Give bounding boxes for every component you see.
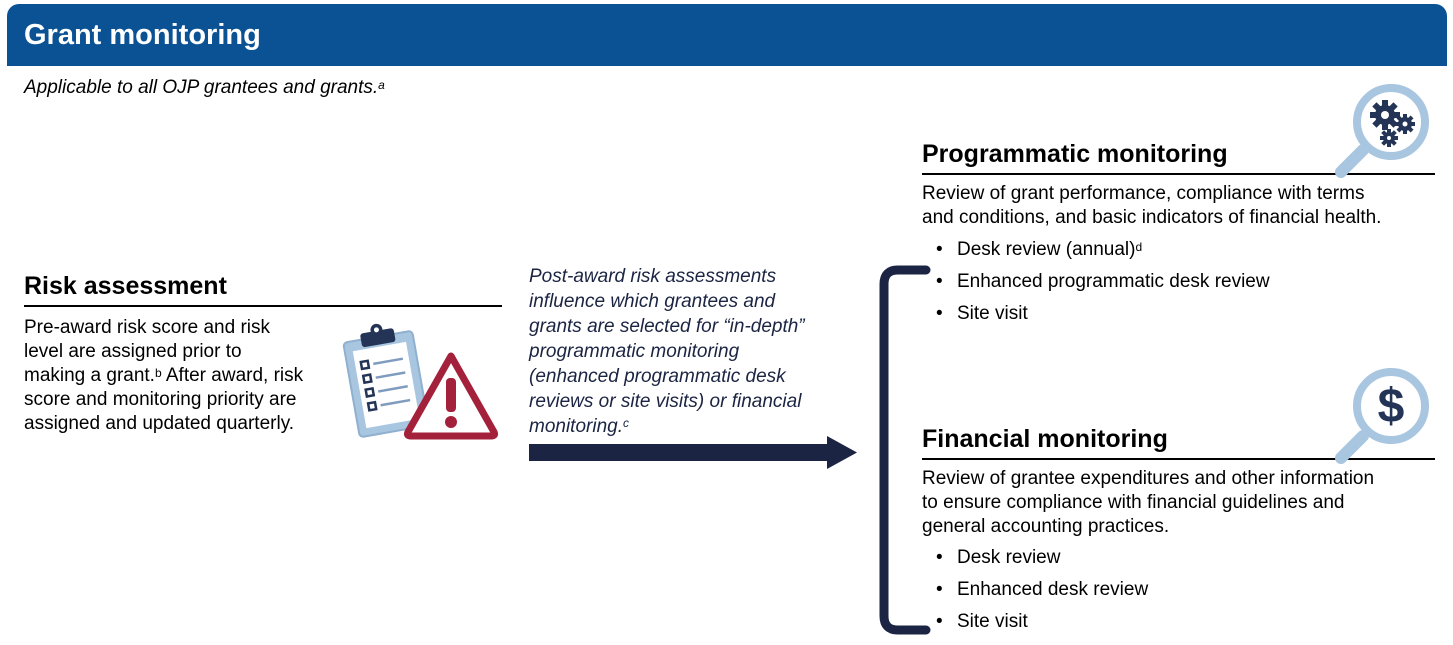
warning-icon	[403, 352, 499, 440]
programmatic-desc-line-2: and conditions, and basic indicators of …	[922, 207, 1382, 228]
programmatic-item-1: Desk review (annual)	[957, 239, 1136, 260]
financial-description: Review of grantee expenditures and other…	[922, 467, 1442, 539]
financial-item-1: Desk review	[957, 547, 1061, 568]
programmatic-desc-line-1: Review of grant performance, compliance …	[922, 183, 1365, 204]
list-item: Enhanced desk review	[922, 574, 1422, 606]
programmatic-item-3: Site visit	[957, 303, 1028, 324]
programmatic-item-2: Enhanced programmatic desk review	[957, 271, 1270, 292]
risk-line-3b: After award, risk	[161, 365, 304, 386]
list-item: Desk review	[922, 542, 1422, 574]
risk-description: Pre-award risk score and risk level are …	[24, 316, 344, 436]
influence-last: monitoring.	[529, 416, 623, 437]
svg-text:$: $	[1378, 380, 1405, 433]
influence-line-2: influence which grantees and	[529, 291, 776, 312]
risk-heading-text: Risk assessment	[24, 272, 227, 300]
risk-line-2: level are assigned prior to	[24, 341, 242, 362]
subtitle-footnote: a	[378, 78, 385, 92]
influence-footnote: c	[623, 416, 629, 430]
clipboard-icon	[342, 323, 430, 438]
influence-line-6: reviews or site visits) or financial	[529, 391, 802, 412]
subtitle-text: Applicable to all OJP grantees and grant…	[24, 77, 379, 98]
arrow-right-icon	[529, 436, 857, 469]
list-item: Enhanced programmatic desk review	[922, 266, 1422, 298]
financial-heading: Financial monitoring	[922, 424, 1435, 460]
subtitle: Applicable to all OJP grantees and grant…	[24, 76, 385, 100]
programmatic-footnote: d	[1135, 240, 1143, 254]
risk-line-3: making a grant.b After award, risk	[24, 364, 344, 388]
programmatic-heading-text: Programmatic monitoring	[922, 140, 1228, 168]
header-bar: Grant monitoring	[7, 4, 1447, 66]
financial-item-3: Site visit	[957, 611, 1028, 632]
financial-desc-line-2: to ensure compliance with financial guid…	[922, 492, 1345, 513]
programmatic-description: Review of grant performance, compliance …	[922, 182, 1442, 230]
gear-magnifier-icon	[1335, 84, 1429, 178]
programmatic-heading: Programmatic monitoring	[922, 139, 1435, 175]
page-title: Grant monitoring	[24, 19, 261, 51]
list-item: Desk review (annual)d	[922, 234, 1422, 266]
financial-heading-text: Financial monitoring	[922, 425, 1168, 453]
influence-line-3: grants are selected for “in-depth”	[529, 316, 805, 337]
influence-line-1: Post-award risk assessments	[529, 266, 777, 287]
bracket	[879, 265, 931, 635]
dollar-magnifier-icon: $	[1335, 368, 1429, 464]
risk-footnote: b	[154, 366, 162, 380]
influence-line-7: monitoring.c	[529, 414, 849, 439]
financial-item-2: Enhanced desk review	[957, 579, 1149, 600]
programmatic-list: Desk review (annual)d Enhanced programma…	[922, 234, 1422, 330]
influence-line-5: (enhanced programmatic desk	[529, 366, 786, 387]
list-item: Site visit	[922, 298, 1422, 330]
risk-line-5: assigned and updated quarterly.	[24, 413, 295, 434]
list-item: Site visit	[922, 606, 1422, 638]
financial-desc-line-1: Review of grantee expenditures and other…	[922, 468, 1375, 489]
risk-heading: Risk assessment	[24, 271, 502, 307]
financial-list: Desk review Enhanced desk review Site vi…	[922, 542, 1422, 638]
risk-line-1: Pre-award risk score and risk	[24, 317, 271, 338]
influence-text: Post-award risk assessments influence wh…	[529, 264, 849, 439]
risk-line-3a: making a grant.	[24, 365, 155, 386]
risk-line-4: score and monitoring priority are	[24, 389, 297, 410]
financial-desc-line-3: general accounting practices.	[922, 516, 1170, 537]
influence-line-4: programmatic monitoring	[529, 341, 740, 362]
